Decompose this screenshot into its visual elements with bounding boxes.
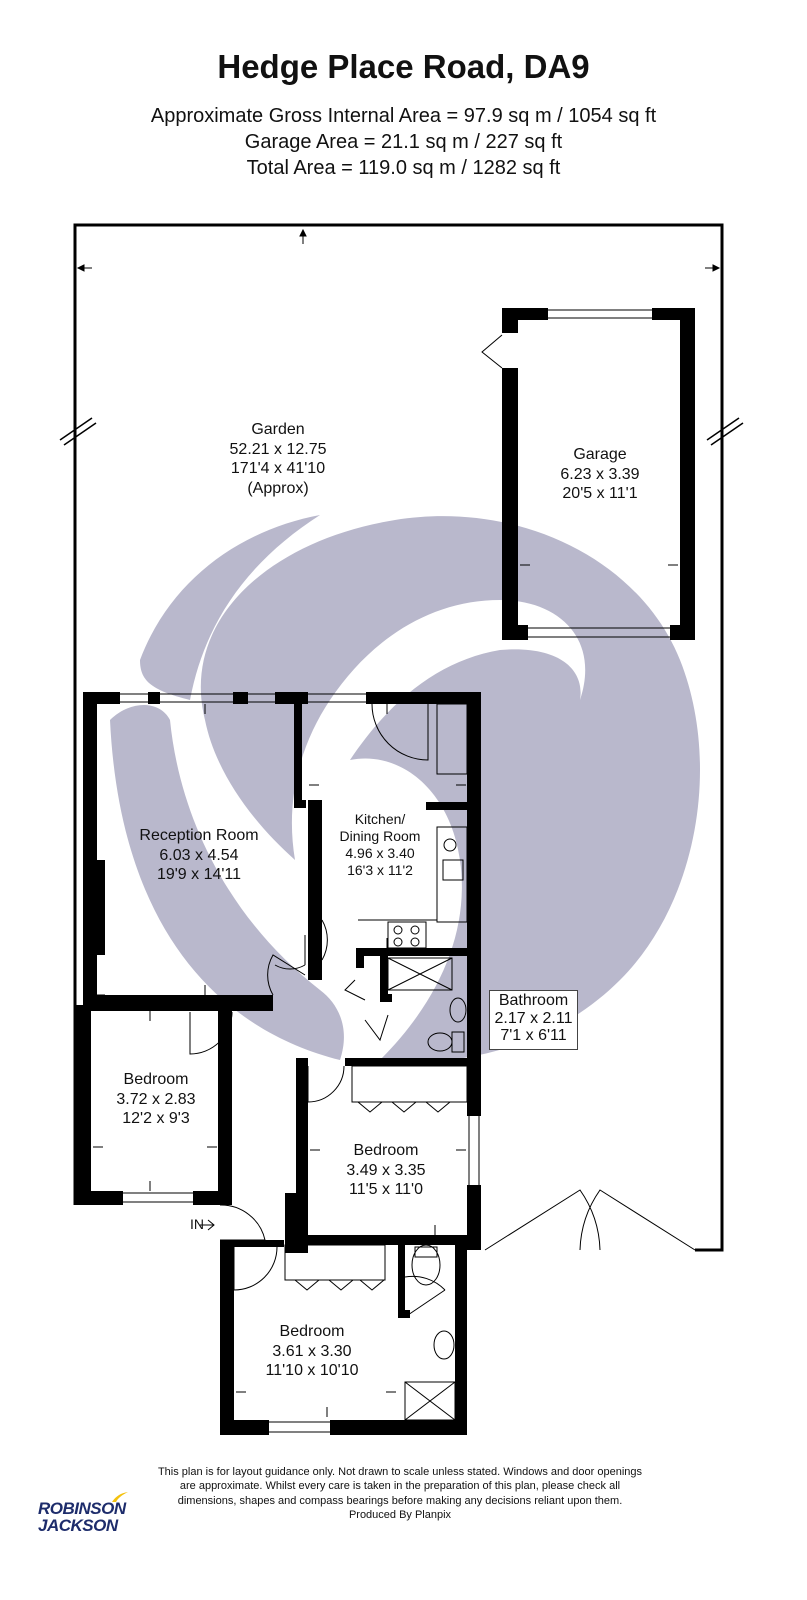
kitchen-fittings [358,703,468,949]
bathroom-metric: 2.17 x 2.11 [494,1009,573,1027]
bedroom-2-name: Bedroom [353,1142,419,1159]
kitchen-imperial: 16'3 x 11'2 [347,862,413,879]
logo-line-2: JACKSON [38,1516,118,1535]
bedroom-2-imperial: 11'5 x 11'0 [348,1181,423,1199]
house-walls [75,692,481,1435]
bathroom-label: Bathroom 2.17 x 2.11 7'1 x 6'11 [490,991,577,1045]
garden-note: (Approx) [247,479,309,497]
disclaimer-line-1: This plan is for layout guidance only. N… [157,1466,643,1478]
bedroom-1-metric: 3.72 x 2.83 [116,1090,196,1108]
room-dimension-ticks [93,564,678,1417]
kitchen-name-2: Dining Room [339,828,421,845]
entrance-label: IN [190,1216,204,1232]
total-area: Total Area = 119.0 sq m / 1282 sq ft [246,157,561,179]
reception-room-label: Reception Room 6.03 x 4.54 19'9 x 14'11 [124,826,274,885]
garden-boundary [59,223,744,1252]
page-title: Hedge Place Road, DA9 [217,48,590,85]
kitchen-label: Kitchen/ Dining Room 4.96 x 3.40 16'3 x … [325,811,435,879]
garage-walls [502,308,695,640]
garden-imperial: 171'4 x 41'10 [230,460,326,478]
ensuite-fittings [404,1244,456,1421]
garden-dimension-arrows [76,228,721,272]
logo-swoosh-icon [112,1492,128,1502]
robinson-jackson-logo: ROBINSON JACKSON [38,1492,128,1535]
disclaimer-line-4: Produced By Planpix [348,1508,452,1521]
bedroom-2-metric: 3.49 x 3.35 [346,1161,426,1179]
logo-line-1: ROBINSON [38,1499,126,1518]
garage-area: Garage Area = 21.1 sq m / 227 sq ft [244,131,563,153]
garden-metric: 52.21 x 12.75 [229,440,327,458]
bathroom-label-box: Bathroom 2.17 x 2.11 7'1 x 6'11 [489,990,578,1050]
garage-imperial: 20'5 x 11'1 [562,485,638,503]
disclaimer-line-3: dimensions, shapes and compass bearings … [177,1494,623,1507]
external-doors [200,1189,696,1251]
kitchen-metric: 4.96 x 3.40 [345,845,415,862]
windows [120,693,480,1433]
bedroom-1-label: Bedroom 3.72 x 2.83 12'2 x 9'3 [100,1070,212,1129]
wardrobes [284,1065,468,1291]
bedroom-1-imperial: 12'2 x 9'3 [122,1110,190,1128]
kitchen-name: Kitchen/ [354,811,406,827]
garden-name: Garden [251,421,305,438]
garden-label: Garden 52.21 x 12.75 171'4 x 41'10 (Appr… [218,420,338,498]
reception-name: Reception Room [139,827,259,844]
bathroom-name: Bathroom [498,992,569,1009]
bathroom-imperial: 7'1 x 6'11 [500,1027,567,1045]
reception-metric: 6.03 x 4.54 [159,846,239,864]
gross-internal-area: Approximate Gross Internal Area = 97.9 s… [150,105,657,127]
bathroom-fittings [387,957,467,1053]
doors [91,703,446,1318]
bedroom-2-label: Bedroom 3.49 x 3.35 11'5 x 11'0 [330,1141,442,1200]
bedroom-3-name: Bedroom [279,1323,345,1340]
bedroom-1-name: Bedroom [123,1071,189,1088]
garage-metric: 6.23 x 3.39 [560,465,640,483]
watermark-logo [110,515,700,1062]
bedroom-3-label: Bedroom 3.61 x 3.30 11'10 x 10'10 [256,1322,368,1381]
disclaimer-line-2: are approximate. Whilst every care is ta… [179,1480,621,1493]
reception-imperial: 19'9 x 14'11 [156,866,242,884]
bedroom-3-metric: 3.61 x 3.30 [272,1342,352,1360]
bedroom-3-imperial: 11'10 x 10'10 [265,1362,359,1380]
garage-label: Garage 6.23 x 3.39 20'5 x 11'1 [542,445,658,504]
disclaimer: This plan is for layout guidance only. N… [120,1465,680,1522]
garage-name: Garage [573,446,627,463]
garage-doors [481,309,670,638]
